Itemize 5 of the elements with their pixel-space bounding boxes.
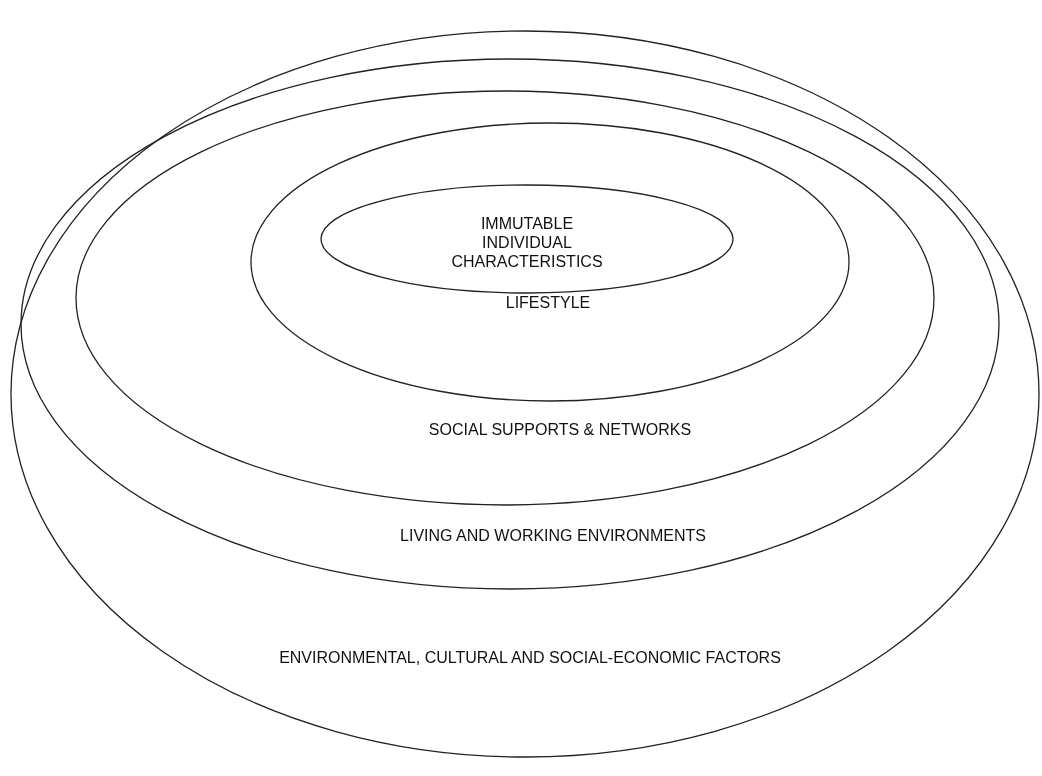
ring-label: SOCIAL SUPPORTS & NETWORKS	[427, 419, 693, 439]
ring-label: ENVIRONMENTAL, CULTURAL AND SOCIAL-ECONOMIC FACTORS	[278, 647, 782, 667]
ring-label: LIVING AND WORKING ENVIRONMENTS	[399, 525, 707, 545]
ring-label: LIFESTYLE	[504, 292, 592, 312]
ring-label: IMMUTABLE INDIVIDUAL CHARACTERISTICS	[450, 213, 604, 271]
